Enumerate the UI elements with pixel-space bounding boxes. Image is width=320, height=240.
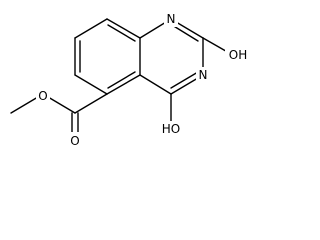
bond-c5-ester-carbon [74, 93, 108, 114]
n1-label: N [167, 12, 176, 26]
bond-c8a-c8 [106, 18, 141, 39]
double-bond-n1-c2-inner [171, 24, 199, 42]
n3-label: N [199, 68, 208, 82]
double-bond-c8a-c8 [107, 24, 136, 42]
carbonyl-oxygen-label: O [70, 134, 79, 148]
substituents [10, 37, 232, 140]
chemical-structure-diagram: N N OH HO O O [10, 11, 251, 148]
bond-c4-c4a [139, 74, 172, 95]
bond-c5-c4a [106, 74, 141, 95]
bond-c8-c7 [74, 18, 108, 39]
ester-oxygen-label: O [38, 89, 47, 103]
pyrimidine-ring [139, 18, 204, 95]
double-bond-n3-c4-inner [170, 71, 199, 89]
oh-2-label: OH [229, 48, 247, 62]
ho-4-label: HO [162, 122, 180, 136]
bond-c6-c5 [74, 74, 108, 95]
benzene-ring [74, 18, 141, 95]
double-bond-c5-c4a [107, 71, 136, 89]
atom-labels: N N OH HO O O [36, 11, 251, 148]
